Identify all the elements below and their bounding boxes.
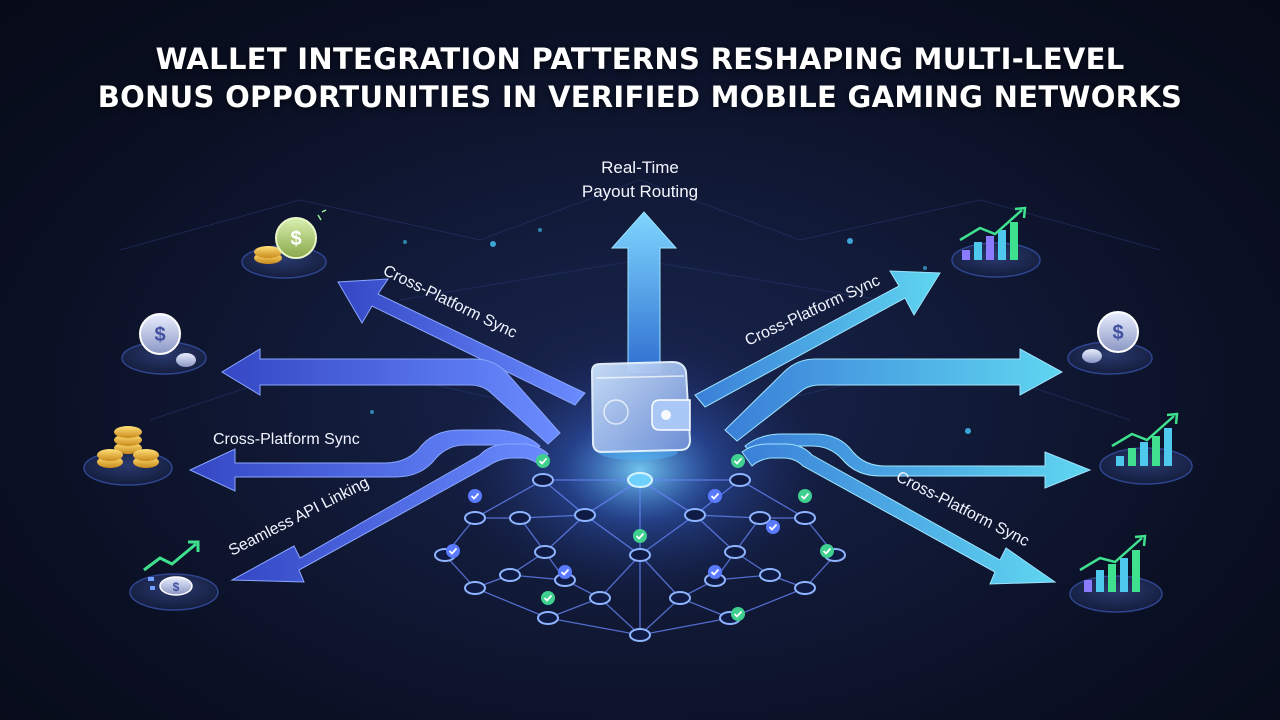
title-line-1: WALLET INTEGRATION PATTERNS RESHAPING MU… bbox=[155, 42, 1125, 76]
arrow-bottom-right bbox=[741, 443, 1057, 585]
silver-coin-icon: $ bbox=[1067, 311, 1153, 375]
svg-text:$: $ bbox=[173, 580, 180, 594]
check-icon bbox=[820, 544, 834, 558]
check-icon bbox=[558, 565, 572, 579]
arrow-upper-left bbox=[337, 278, 586, 406]
coin-stack-icon: $ bbox=[241, 209, 327, 279]
title-line-2: BONUS OPPORTUNITIES IN VERIFIED MOBILE G… bbox=[97, 80, 1183, 114]
label-sync-left: Cross-Platform Sync bbox=[213, 431, 360, 448]
check-icon bbox=[536, 454, 550, 468]
check-icon bbox=[731, 607, 745, 621]
check-icon bbox=[446, 544, 460, 558]
check-icon bbox=[766, 520, 780, 534]
svg-text:$: $ bbox=[154, 324, 165, 346]
bar-chart-icon bbox=[951, 206, 1041, 278]
arrow-lower-left bbox=[188, 429, 541, 492]
label-top: Real-Time Payout Routing bbox=[490, 156, 790, 204]
check-icon bbox=[798, 489, 812, 503]
check-icon bbox=[541, 591, 555, 605]
check-icon bbox=[708, 565, 722, 579]
center-glow bbox=[450, 340, 830, 600]
svg-text:$: $ bbox=[290, 228, 301, 250]
arrow-middle-left bbox=[221, 348, 561, 445]
silver-coin-icon: $ bbox=[121, 313, 207, 375]
arrow-upper-right bbox=[694, 270, 941, 408]
bar-chart-icon bbox=[1099, 412, 1193, 485]
background-dots bbox=[370, 228, 971, 434]
svg-text:$: $ bbox=[1112, 322, 1123, 344]
check-icon bbox=[731, 454, 745, 468]
wallet-icon bbox=[590, 360, 692, 460]
growth-chart-coin-icon: $ bbox=[129, 540, 219, 611]
label-sync-lower-right: Cross-Platform Sync bbox=[893, 468, 1031, 550]
check-icon bbox=[468, 489, 482, 503]
arrow-middle-right bbox=[724, 348, 1064, 442]
check-icon bbox=[708, 489, 722, 503]
arrow-bottom-left bbox=[230, 443, 549, 583]
label-api-left: Seamless API Linking bbox=[226, 474, 372, 559]
label-top-line-1: Real-Time bbox=[601, 158, 679, 177]
page-title: WALLET INTEGRATION PATTERNS RESHAPING MU… bbox=[0, 40, 1280, 116]
check-icon bbox=[633, 529, 647, 543]
bar-chart-icon bbox=[1069, 534, 1163, 613]
gold-coins-icon bbox=[83, 426, 173, 486]
label-top-line-2: Payout Routing bbox=[581, 182, 699, 201]
verified-check-badges bbox=[446, 454, 834, 621]
arrow-top bbox=[610, 211, 678, 373]
node-network-nodes bbox=[434, 472, 846, 642]
